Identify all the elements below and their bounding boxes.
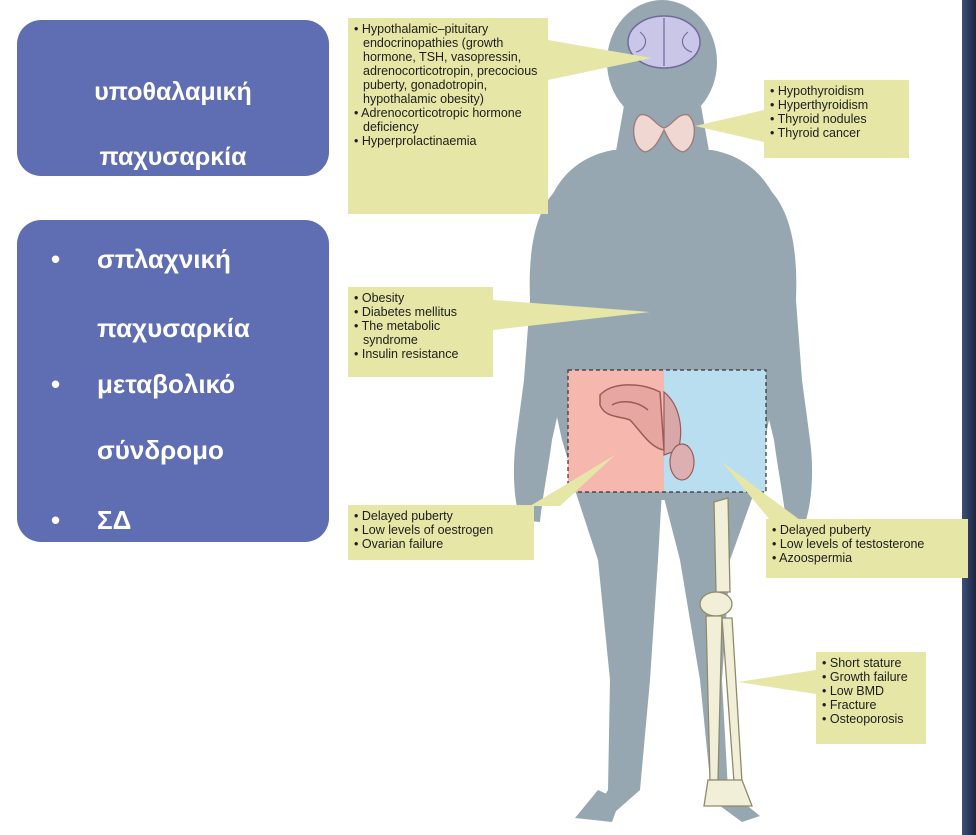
metabolic-item: Obesity (354, 291, 487, 305)
metabolic-callout: Obesity Diabetes mellitus The metabolic … (348, 287, 493, 377)
metabolic-conditions-box: • σπλαχνική παχυσαρκία • μεταβολικό σύνδ… (17, 220, 329, 542)
female-item: Delayed puberty (354, 509, 528, 523)
bullet-1: • (51, 243, 60, 275)
bullet-2: • (51, 368, 60, 400)
metabolic-syndrome-line-1: μεταβολικό (97, 368, 235, 400)
bone-item: Osteoporosis (822, 712, 920, 726)
male-item: Low levels of testosterone (772, 537, 962, 551)
female-item: Low levels of oestrogen (354, 523, 528, 537)
diabetes-label: ΣΔ (97, 504, 131, 536)
male-item: Delayed puberty (772, 523, 962, 537)
female-item: Ovarian failure (354, 537, 528, 551)
thyroid-item: Hypothyroidism (770, 84, 903, 98)
hypothalamic-line-1: υποθαλαμική (17, 77, 329, 107)
pituitary-callout: Hypothalamic–pituitary endocrinopathies … (348, 18, 548, 214)
male-item: Azoospermia (772, 551, 962, 565)
bone-item: Fracture (822, 698, 920, 712)
thyroid-item: Thyroid nodules (770, 112, 903, 126)
hypothalamic-line-2: παχυσαρκία (17, 142, 329, 172)
bone-item: Short stature (822, 656, 920, 670)
pituitary-item: Adrenocorticotropic hormone deficiency (354, 106, 542, 134)
bone-item: Growth failure (822, 670, 920, 684)
metabolic-syndrome-line-2: σύνδρομο (97, 434, 224, 466)
bullet-3: • (51, 504, 60, 536)
metabolic-item: Insulin resistance (354, 347, 487, 361)
visceral-obesity-line-1: σπλαχνική (97, 243, 231, 275)
female-callout: Delayed puberty Low levels of oestrogen … (348, 505, 534, 560)
pituitary-item: Hypothalamic–pituitary endocrinopathies … (354, 22, 542, 106)
hypothalamic-obesity-box: υποθαλαμική παχυσαρκία (17, 20, 329, 176)
visceral-obesity-line-2: παχυσαρκία (97, 312, 250, 344)
thyroid-callout: Hypothyroidism Hyperthyroidism Thyroid n… (764, 80, 909, 158)
pituitary-item: Hyperprolactinaemia (354, 134, 542, 148)
thyroid-item: Hyperthyroidism (770, 98, 903, 112)
bone-item: Low BMD (822, 684, 920, 698)
male-callout: Delayed puberty Low levels of testostero… (766, 519, 968, 578)
metabolic-item: Diabetes mellitus (354, 305, 487, 319)
metabolic-item: The metabolic syndrome (354, 319, 487, 347)
thyroid-item: Thyroid cancer (770, 126, 903, 140)
bone-callout: Short stature Growth failure Low BMD Fra… (816, 652, 926, 744)
